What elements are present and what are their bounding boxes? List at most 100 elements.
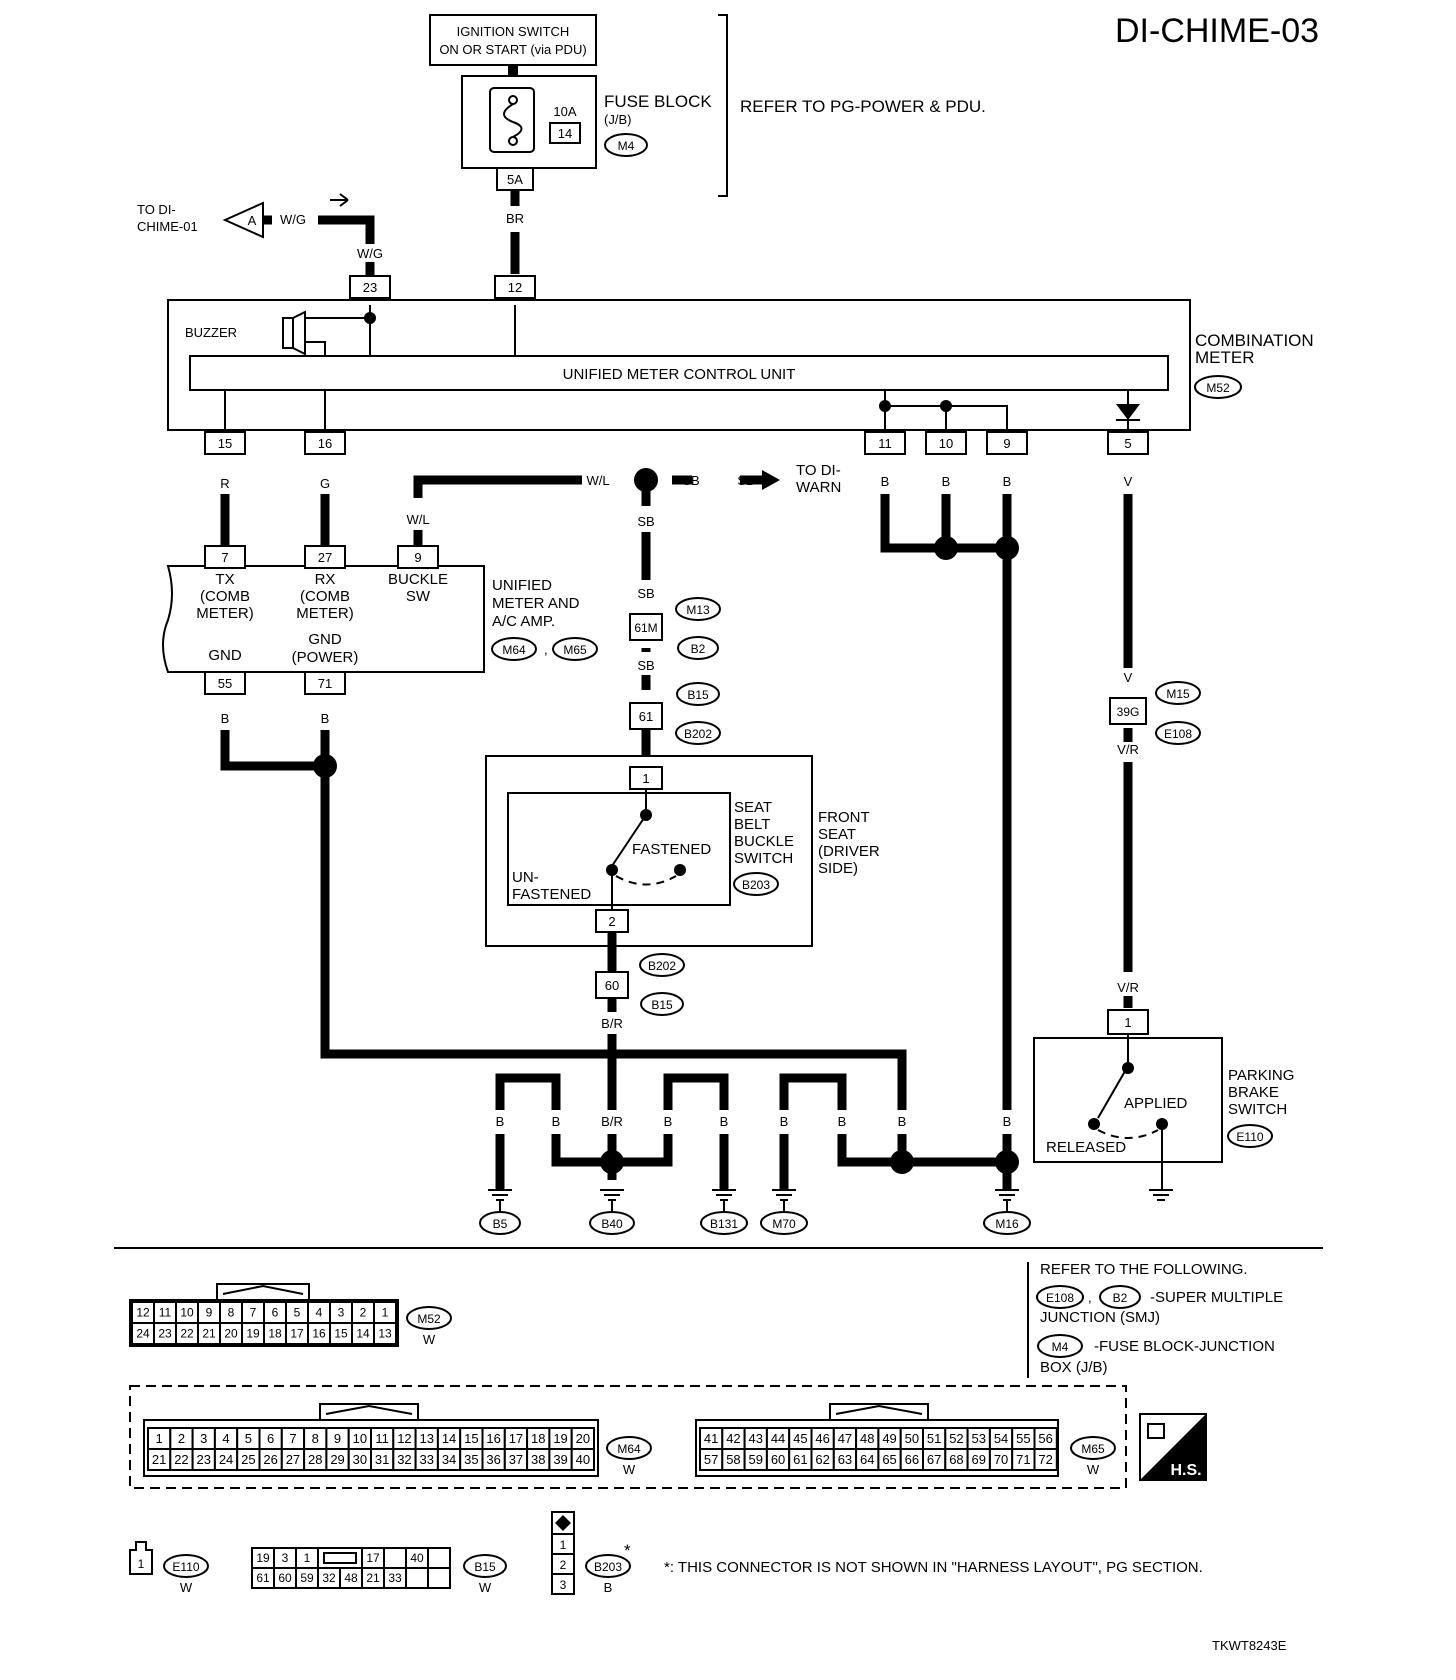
fv-b203-color: B — [604, 1580, 613, 1595]
amp-conn-comma: , — [544, 642, 548, 657]
fv-e110-conn: E110 — [172, 1560, 199, 1574]
hs-connector-icon — [1147, 1423, 1165, 1439]
splice-meter-b2 — [995, 536, 1019, 560]
fv-m52-pin-label: 8 — [228, 1306, 235, 1320]
tx-label-3: METER) — [196, 605, 254, 622]
fv-m64-pin-label: 23 — [197, 1452, 211, 1467]
fv-m65-lock-tab — [829, 1403, 929, 1420]
fv-b203-pin3 — [551, 1573, 575, 1595]
fv-m65-pin-label: 42 — [726, 1431, 740, 1446]
wire-b-label-b5b: B — [552, 1114, 561, 1129]
b2-tag — [677, 636, 719, 660]
fv-m52-pin-label: 3 — [338, 1306, 345, 1320]
fastened-label: FASTENED — [632, 841, 711, 858]
fv-m65-pin-label: 59 — [749, 1452, 763, 1467]
fuse-block-label-2: (J/B) — [604, 112, 631, 127]
fv-b203-conn: B203 — [594, 1560, 622, 1574]
fv-m52-pin-label: 20 — [224, 1327, 238, 1341]
splice-meter-b1 — [934, 536, 958, 560]
fv-b203-pin2-label: 2 — [560, 1558, 567, 1572]
fv-b15-pin-label: 19 — [256, 1551, 270, 1565]
fv-m52-pin-label: 9 — [206, 1306, 213, 1320]
seat-belt-switch-box — [507, 792, 731, 906]
fv-m65-pin-label: 49 — [882, 1431, 896, 1446]
wire-wl-label-2: W/L — [406, 512, 429, 527]
pb-name-2: BRAKE — [1228, 1084, 1279, 1101]
fv-b203-star: * — [624, 1541, 631, 1560]
ground-m16: M16 — [995, 1217, 1019, 1231]
pin-16 — [304, 431, 346, 455]
m15-label: M15 — [1166, 687, 1190, 701]
fv-b15-slot — [323, 1552, 357, 1564]
refer-b2-tag — [1099, 1285, 1141, 1309]
conn-60-label: 60 — [605, 978, 619, 993]
fv-m52-pin-label: 1 — [382, 1306, 389, 1320]
seat-switch-name-3: BUCKLE — [734, 833, 794, 850]
fv-m64-pin-label: 27 — [286, 1452, 300, 1467]
fv-e110-pin: 1 — [138, 1557, 145, 1571]
fv-m65-pin-label: 47 — [838, 1431, 852, 1446]
m64-label: M64 — [502, 643, 526, 657]
fv-m64-pin-label: 6 — [267, 1431, 274, 1446]
e110-tag — [1227, 1124, 1273, 1148]
ignition-line2: ON OR START (via PDU) — [439, 42, 586, 57]
m65-tag — [552, 637, 598, 661]
fv-b203-key-mark — [555, 1515, 571, 1531]
fv-m65-pin-label: 60 — [771, 1452, 785, 1467]
fv-e110-color: W — [180, 1580, 193, 1595]
fuse-block-conn-tag — [604, 133, 648, 157]
fv-m52-pin-label: 19 — [246, 1327, 260, 1341]
fv-b15-pin-label: 60 — [278, 1571, 292, 1585]
fuse-amp: 10A — [553, 104, 576, 119]
b15-tag-1 — [676, 682, 720, 706]
wire-v-label-2: V — [1124, 670, 1133, 685]
amp-name-3: A/C AMP. — [492, 613, 555, 630]
fv-m65-pin-label: 53 — [972, 1431, 986, 1446]
wire-v-label-1: V — [1124, 474, 1133, 489]
seat-switch-pivot — [640, 809, 652, 821]
pin-15 — [204, 431, 246, 455]
fv-m52-pin-label: 15 — [334, 1327, 348, 1341]
fv-b15-cell — [427, 1567, 451, 1589]
fv-m64-pin-label: 15 — [464, 1431, 478, 1446]
seat-name-1: FRONT — [818, 809, 870, 826]
fv-m52-pin-label: 14 — [356, 1327, 370, 1341]
fuse-number-box — [549, 122, 581, 144]
seat-switch-name-2: BELT — [734, 816, 770, 833]
fv-b203-pin3-label: 3 — [560, 1578, 567, 1592]
hs-label: H.S. — [1170, 1462, 1201, 1479]
fv-m64-pin-label: 32 — [397, 1452, 411, 1467]
applied-label: APPLIED — [1124, 1095, 1188, 1112]
conn-39g-label: 39G — [1117, 705, 1140, 719]
conn-60 — [595, 971, 629, 999]
fv-m65-pin-label: 62 — [815, 1452, 829, 1467]
released-label: RELEASED — [1046, 1139, 1126, 1156]
fv-m52-tag — [406, 1306, 452, 1330]
fv-b15-pin-label: 40 — [410, 1551, 424, 1565]
fv-b15-color: W — [479, 1580, 492, 1595]
fv-b15-pin-label: 61 — [256, 1571, 270, 1585]
m15-tag — [1155, 681, 1201, 705]
fv-b15-pin-label: 59 — [300, 1571, 314, 1585]
ground-m16-tag — [983, 1211, 1031, 1235]
rx-label-1: RX — [315, 571, 336, 588]
fuse-number: 14 — [558, 126, 572, 141]
fv-m65-pin-label: 64 — [860, 1452, 874, 1467]
pin-5-label: 5 — [1124, 436, 1131, 451]
e108-label: E108 — [1164, 727, 1192, 741]
refer-comma: , — [1088, 1290, 1092, 1305]
ignition-switch-box — [429, 14, 597, 66]
fv-m64-pin-label: 40 — [576, 1452, 590, 1467]
fv-m52-pin-label: 21 — [202, 1327, 216, 1341]
fv-b15-cell — [383, 1547, 407, 1569]
fv-m64-pin-label: 24 — [219, 1452, 233, 1467]
ground-m70-tag — [760, 1211, 808, 1235]
fv-m65-pin-label: 57 — [704, 1452, 718, 1467]
wire-wl-sb — [413, 475, 762, 498]
off-page-letter: A — [248, 213, 257, 228]
wire-g-label: G — [320, 476, 330, 491]
fv-m65-cell — [1033, 1448, 1058, 1471]
fv-m64-pin-label: 22 — [174, 1452, 188, 1467]
fv-b15-pin-label: 21 — [366, 1571, 380, 1585]
